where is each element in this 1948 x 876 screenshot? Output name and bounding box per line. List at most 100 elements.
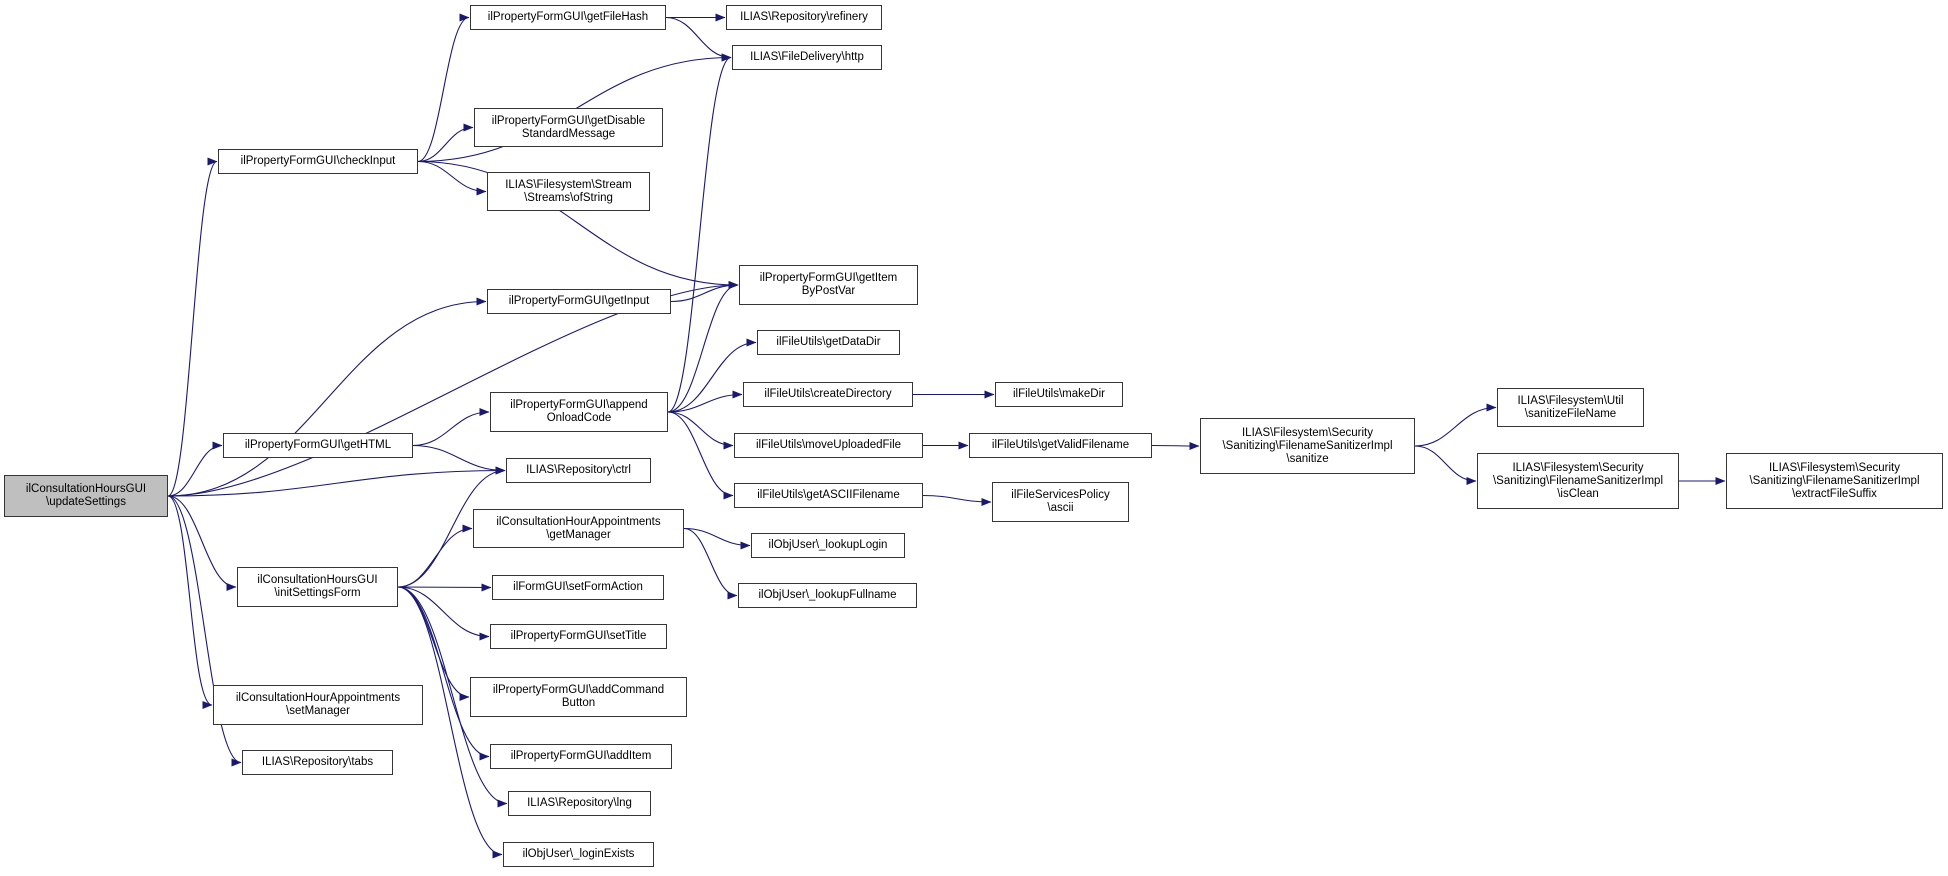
node-label-line: ILIAS\Filesystem\Security bbox=[1512, 461, 1644, 474]
node-label-line: \sanitizeFileName bbox=[1524, 407, 1617, 420]
call-edge-getManager-to-lookupFullname bbox=[683, 527, 738, 600]
node-label-line: ilPropertyFormGUI\addCommand bbox=[492, 684, 665, 696]
call-edge-appendOnloadCode-to-getItemByPostVar bbox=[667, 281, 739, 413]
call-edge-initSettingsForm-to-lng bbox=[397, 586, 508, 808]
graph-node-loginExists[interactable]: ilObjUser\_loginExists bbox=[503, 842, 654, 867]
node-label-line: ilPropertyFormGUI\checkInput bbox=[240, 155, 396, 167]
graph-node-getManager[interactable]: ilConsultationHourAppointments\getManage… bbox=[473, 509, 684, 548]
graph-node-setTitle[interactable]: ilPropertyFormGUI\setTitle bbox=[490, 624, 667, 649]
node-label-line: ilConsultationHourAppointments bbox=[496, 515, 661, 528]
call-edge-appendOnloadCode-to-createDirectory bbox=[667, 390, 743, 413]
graph-node-moveUploadedFile[interactable]: ilFileUtils\moveUploadedFile bbox=[734, 433, 923, 458]
call-edge-appendOnloadCode-to-getDataDir bbox=[667, 338, 757, 413]
node-label-line: ilConsultationHoursGUI bbox=[25, 483, 147, 495]
node-label-line: ILIAS\Filesystem\Security bbox=[1241, 426, 1373, 439]
call-edge-updateSettings-to-initSettingsForm bbox=[167, 495, 237, 591]
call-edge-updateSettings-to-tabs bbox=[167, 495, 242, 767]
node-label-line: \isClean bbox=[1557, 487, 1599, 500]
graph-node-setFormAction[interactable]: ilFormGUI\setFormAction bbox=[492, 575, 664, 600]
node-label-line: \updateSettings bbox=[46, 496, 126, 508]
node-label-line: ByPostVar bbox=[801, 285, 856, 297]
node-label-line: ilFileServicesPolicy bbox=[1011, 489, 1110, 501]
graph-node-tabs[interactable]: ILIAS\Repository\tabs bbox=[242, 750, 393, 775]
node-label-line: ilFileUtils\getASCIIFilename bbox=[757, 489, 900, 501]
node-label-line: ilObjUser\_lookupFullname bbox=[758, 589, 897, 601]
node-label-line: ilPropertyFormGUI\getInput bbox=[508, 295, 650, 307]
graph-node-createDirectory[interactable]: ilFileUtils\createDirectory bbox=[743, 382, 913, 407]
node-label-line: \extractFileSuffix bbox=[1792, 487, 1877, 500]
graph-node-getInput[interactable]: ilPropertyFormGUI\getInput bbox=[487, 289, 671, 314]
graph-node-sanitizeFileName[interactable]: ILIAS\Filesystem\Util\sanitizeFileName bbox=[1497, 388, 1644, 427]
node-label-line: ilFileUtils\moveUploadedFile bbox=[755, 439, 902, 451]
call-edge-checkInput-to-getFileHash bbox=[417, 13, 470, 163]
node-label-line: \Sanitizing\FilenameSanitizerImpl bbox=[1222, 439, 1393, 452]
call-edge-initSettingsForm-to-addItem bbox=[397, 586, 490, 761]
node-label-line: ilConsultationHourAppointments bbox=[235, 692, 401, 704]
call-edge-getASCIIFilename-to-ascii bbox=[922, 494, 992, 506]
node-label-line: \Streams\ofString bbox=[524, 191, 613, 204]
call-edge-getFileHash-to-http bbox=[665, 16, 732, 62]
node-label-line: ilPropertyFormGUI\getHTML bbox=[244, 439, 392, 451]
node-label-line: ILIAS\Repository\tabs bbox=[261, 756, 374, 768]
node-label-line: \Sanitizing\FilenameSanitizerImpl bbox=[1492, 474, 1664, 487]
node-label-line: ilFileUtils\createDirectory bbox=[764, 388, 892, 400]
call-edge-initSettingsForm-to-setTitle bbox=[397, 586, 490, 641]
graph-node-lng[interactable]: ILIAS\Repository\lng bbox=[508, 791, 651, 816]
call-edge-updateSettings-to-getInput bbox=[167, 297, 487, 497]
graph-node-extractFileSuffix[interactable]: ILIAS\Filesystem\Security\Sanitizing\Fil… bbox=[1726, 453, 1943, 509]
call-edge-appendOnloadCode-to-getASCIIFilename bbox=[667, 411, 734, 500]
call-edge-checkInput-to-ofString bbox=[417, 160, 487, 196]
node-label-line: \getManager bbox=[546, 528, 611, 541]
graph-node-refinery[interactable]: ILIAS\Repository\refinery bbox=[726, 5, 882, 30]
node-label-line: Button bbox=[561, 697, 596, 709]
graph-node-isClean[interactable]: ILIAS\Filesystem\Security\Sanitizing\Fil… bbox=[1477, 453, 1679, 509]
graph-node-ascii[interactable]: ilFileServicesPolicy\ascii bbox=[992, 482, 1129, 522]
call-edge-sanitize-to-isClean bbox=[1414, 445, 1477, 485]
node-label-line: StandardMessage bbox=[521, 127, 616, 140]
node-label-line: ILIAS\Repository\ctrl bbox=[526, 464, 631, 476]
graph-node-getFileHash[interactable]: ilPropertyFormGUI\getFileHash bbox=[470, 5, 666, 30]
call-edge-getValidFilename-to-sanitize bbox=[1151, 441, 1200, 450]
node-label-line: ilPropertyFormGUI\addItem bbox=[510, 750, 652, 762]
call-edge-sanitize-to-sanitizeFileName bbox=[1414, 403, 1497, 447]
graph-node-checkInput[interactable]: ilPropertyFormGUI\checkInput bbox=[218, 149, 418, 174]
graph-node-initSettingsForm[interactable]: ilConsultationHoursGUI\initSettingsForm bbox=[237, 567, 398, 607]
node-label-line: \sanitize bbox=[1286, 452, 1329, 465]
graph-node-lookupFullname[interactable]: ilObjUser\_lookupFullname bbox=[738, 583, 917, 608]
call-edge-updateSettings-to-setManager bbox=[167, 495, 213, 709]
node-label-line: ilPropertyFormGUI\getItem bbox=[759, 272, 898, 284]
node-label-line: \ascii bbox=[1047, 502, 1074, 514]
graph-node-ctrl[interactable]: ILIAS\Repository\ctrl bbox=[506, 458, 651, 483]
node-label-line: ILIAS\Filesystem\Util bbox=[1517, 394, 1624, 407]
graph-node-getValidFilename[interactable]: ilFileUtils\getValidFilename bbox=[969, 433, 1152, 458]
node-label-line: ilConsultationHoursGUI bbox=[257, 574, 378, 586]
node-label-line: ILIAS\FileDelivery\http bbox=[750, 51, 864, 63]
call-edge-getHTML-to-ctrl bbox=[412, 444, 506, 475]
graph-node-sanitize[interactable]: ILIAS\Filesystem\Security\Sanitizing\Fil… bbox=[1200, 418, 1415, 474]
graph-node-http[interactable]: ILIAS\FileDelivery\http bbox=[732, 45, 882, 70]
call-edge-initSettingsForm-to-loginExists bbox=[397, 586, 503, 859]
graph-node-getDataDir[interactable]: ilFileUtils\getDataDir bbox=[757, 330, 900, 355]
call-edge-updateSettings-to-getItemByPostVar bbox=[167, 281, 739, 497]
graph-node-getHTML[interactable]: ilPropertyFormGUI\getHTML bbox=[223, 433, 413, 458]
graph-node-setManager[interactable]: ilConsultationHourAppointments\setManage… bbox=[213, 685, 423, 725]
node-label-line: ilPropertyFormGUI\append bbox=[510, 399, 648, 411]
call-edge-initSettingsForm-to-getManager bbox=[397, 524, 473, 588]
graph-node-makeDir[interactable]: ilFileUtils\makeDir bbox=[995, 382, 1123, 407]
graph-node-getASCIIFilename[interactable]: ilFileUtils\getASCIIFilename bbox=[734, 483, 923, 508]
graph-node-addItem[interactable]: ilPropertyFormGUI\addItem bbox=[490, 744, 672, 769]
call-edge-appendOnloadCode-to-http bbox=[667, 53, 732, 413]
node-label-line: ilPropertyFormGUI\getDisable bbox=[491, 114, 646, 127]
graph-node-ofString[interactable]: ILIAS\Filesystem\Stream\Streams\ofString bbox=[487, 172, 650, 211]
graph-node-lookupLogin[interactable]: ilObjUser\_lookupLogin bbox=[751, 533, 905, 558]
call-edge-getHTML-to-appendOnloadCode bbox=[412, 408, 490, 447]
node-label-line: ilObjUser\_loginExists bbox=[522, 848, 635, 860]
call-edge-updateSettings-to-checkInput bbox=[167, 157, 218, 497]
node-label-line: ilFileUtils\getValidFilename bbox=[991, 439, 1130, 451]
node-label-line: ilFormGUI\setFormAction bbox=[513, 581, 643, 593]
